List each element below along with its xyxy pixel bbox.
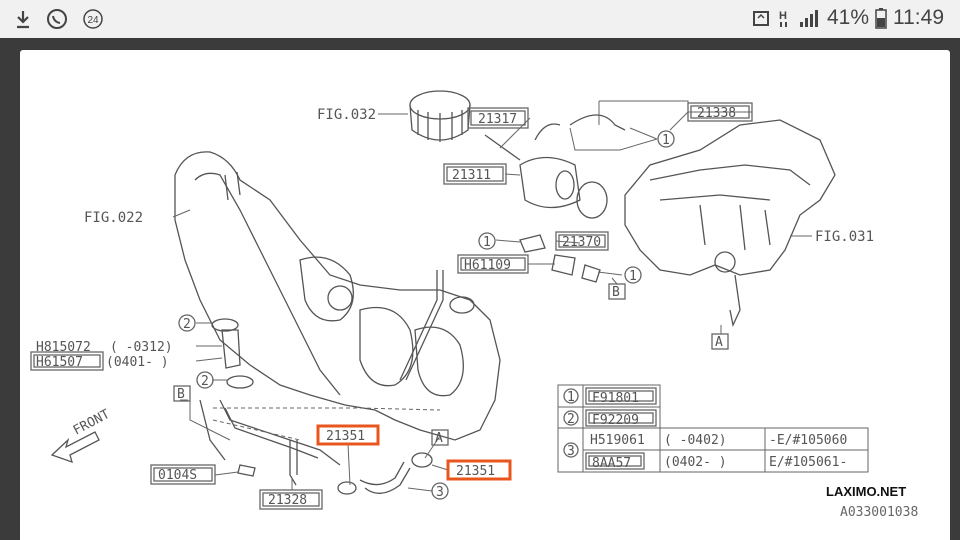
svg-text:3: 3 bbox=[567, 444, 575, 459]
recycle-icon bbox=[752, 11, 769, 26]
front-arrow-icon bbox=[50, 431, 100, 464]
svg-text:H: H bbox=[779, 10, 787, 22]
status-bar: 24 H 41% 11:49 bbox=[0, 0, 960, 38]
oil-pan-part bbox=[624, 119, 836, 276]
network-type-icon: H bbox=[779, 10, 787, 27]
fig-022-label: FIG.022 bbox=[84, 210, 143, 226]
part-21311: 21311 bbox=[452, 168, 491, 183]
legend-vin-1: -E/#105060 bbox=[769, 433, 847, 448]
part-21351-right: 21351 bbox=[456, 464, 495, 479]
svg-text:2: 2 bbox=[183, 317, 191, 332]
signal-icon bbox=[799, 10, 818, 27]
download-icon bbox=[17, 11, 29, 29]
callout-1-right: 1 bbox=[624, 266, 642, 284]
legend-callout-2: 2 bbox=[563, 410, 579, 427]
legend-table: 1 F91801 2 F92209 3 H519061 ( -0402) -E/… bbox=[557, 384, 869, 473]
part-h815072: H815072 bbox=[36, 340, 91, 355]
fig-031-label: FIG.031 bbox=[815, 229, 874, 245]
legend-range-2: (0402- ) bbox=[664, 455, 727, 470]
callout-2-bottom: 2 bbox=[196, 371, 214, 389]
clock: 11:49 bbox=[893, 6, 944, 29]
svg-text:B: B bbox=[612, 285, 620, 300]
ref-a-bottom: A bbox=[431, 429, 449, 446]
callout-2-top: 2 bbox=[178, 314, 196, 332]
battery-percent: 41% bbox=[826, 6, 869, 29]
oil-filter-part bbox=[409, 90, 471, 142]
ref-b-left: B bbox=[173, 385, 191, 402]
ref-b-right: B bbox=[608, 283, 626, 300]
brand-watermark: LAXIMO.NET bbox=[826, 484, 907, 499]
fig-032-label: FIG.032 bbox=[317, 107, 376, 123]
legend-range-1: ( -0402) bbox=[664, 433, 727, 448]
highlight-21351-left[interactable] bbox=[316, 424, 380, 446]
coolant-pipe-part bbox=[219, 399, 341, 466]
status-right-icons: H 41% 11:49 bbox=[751, 6, 944, 30]
legend-callout-3: 3 bbox=[563, 442, 579, 459]
notification-count-icon: 24 bbox=[83, 9, 103, 29]
svg-text:1: 1 bbox=[629, 269, 637, 284]
svg-text:A: A bbox=[715, 335, 723, 350]
svg-text:24: 24 bbox=[87, 15, 99, 26]
diagram-code: A033001038 bbox=[840, 505, 919, 520]
part-21370: 21370 bbox=[562, 235, 601, 250]
callout-3: 3 bbox=[431, 482, 449, 500]
legend-callout-1: 1 bbox=[563, 388, 579, 405]
oil-cooler-part bbox=[484, 134, 608, 219]
part-h61109: H61109 bbox=[464, 258, 511, 273]
part-21317: 21317 bbox=[478, 112, 517, 127]
cooler-hose-part bbox=[534, 123, 561, 141]
part-h61507-range: (0401- ) bbox=[106, 355, 169, 370]
part-21351-left: 21351 bbox=[326, 429, 365, 444]
svg-text:3: 3 bbox=[436, 485, 444, 500]
ref-a-right: A bbox=[711, 333, 729, 350]
viber-icon bbox=[47, 9, 67, 29]
legend-part-f92209: F92209 bbox=[592, 413, 639, 428]
part-21328: 21328 bbox=[268, 493, 307, 508]
diagram-page bbox=[20, 50, 950, 540]
part-h815072-range: ( -0312) bbox=[110, 340, 173, 355]
status-left-icons: 24 bbox=[14, 8, 104, 30]
svg-text:A: A bbox=[435, 431, 443, 446]
callout-1-top: 1 bbox=[657, 130, 675, 148]
highlight-21351-right[interactable] bbox=[446, 459, 512, 481]
legend-part-8aa57: 8AA57 bbox=[592, 456, 631, 471]
svg-text:2: 2 bbox=[567, 412, 575, 427]
svg-text:B: B bbox=[177, 387, 185, 402]
part-21338: 21338 bbox=[697, 106, 736, 121]
battery-icon bbox=[875, 8, 887, 29]
part-h61507: H61507 bbox=[36, 355, 83, 370]
svg-text:1: 1 bbox=[483, 235, 491, 250]
svg-text:1: 1 bbox=[662, 133, 670, 148]
legend-vin-2: E/#105061- bbox=[769, 455, 847, 470]
legend-part-h519061: H519061 bbox=[590, 433, 645, 448]
part-0104s: 0104S bbox=[158, 468, 197, 483]
callout-1-mid: 1 bbox=[478, 232, 496, 250]
timing-cover-part bbox=[174, 151, 501, 441]
legend-part-f91801: F91801 bbox=[592, 391, 639, 406]
svg-text:2: 2 bbox=[201, 374, 209, 389]
coolant-hose-part bbox=[364, 467, 411, 494]
svg-text:1: 1 bbox=[567, 390, 575, 405]
